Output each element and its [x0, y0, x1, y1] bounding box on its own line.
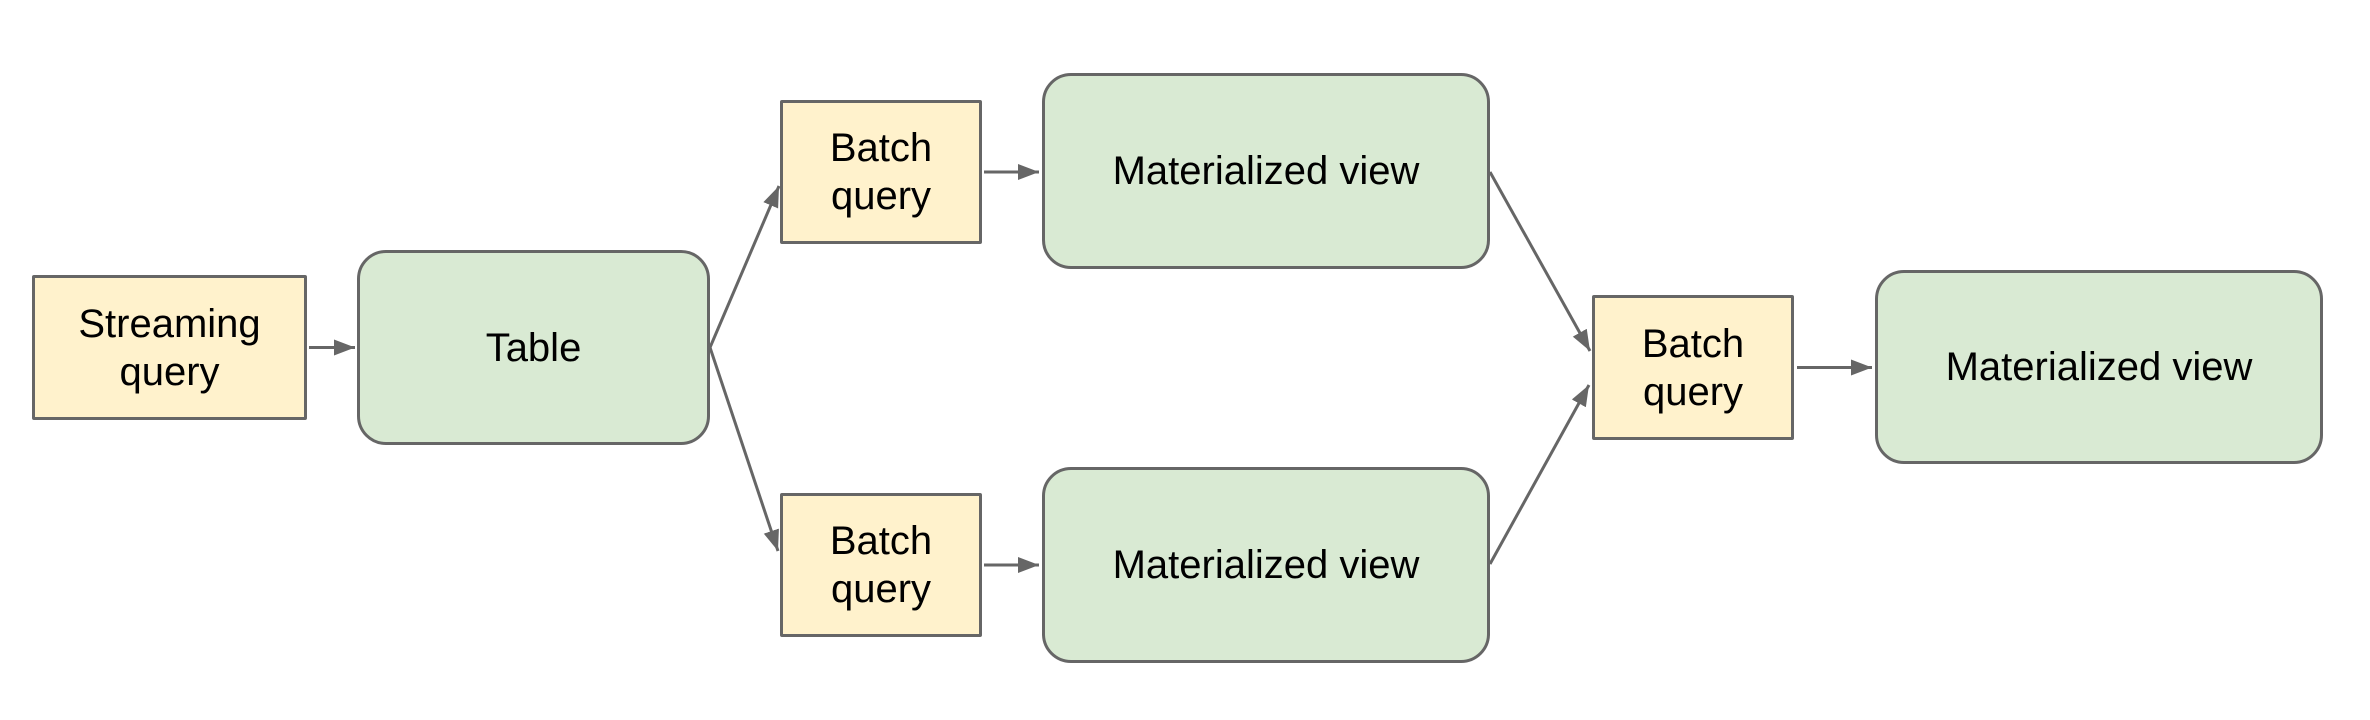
- node-batch-query-bottom-label: Batch query: [829, 519, 933, 611]
- node-materialized-view-right: Materialized view: [1875, 270, 2323, 464]
- node-materialized-view-bottom: Materialized view: [1042, 467, 1490, 663]
- edge-table-to-batch-query-top: [708, 185, 781, 349]
- node-table: Table: [357, 250, 710, 445]
- node-batch-query-bottom: Batch query: [780, 493, 982, 637]
- node-streaming-query: Streaming query: [32, 275, 307, 420]
- node-batch-query-top: Batch query: [780, 100, 982, 244]
- node-materialized-view-top-label: Materialized view: [1112, 149, 1420, 193]
- node-table-label: Table: [485, 325, 582, 370]
- node-materialized-view-bottom-label: Materialized view: [1112, 543, 1420, 587]
- edge-table-to-batch-query-bottom: [708, 347, 780, 552]
- node-materialized-view-right-label: Materialized view: [1945, 345, 2253, 389]
- node-batch-query-right: Batch query: [1592, 295, 1794, 440]
- edge-materialized-view-top-to-batch-query-right: [1488, 171, 1592, 352]
- node-materialized-view-top: Materialized view: [1042, 73, 1490, 269]
- node-streaming-query-label: Streaming query: [78, 301, 261, 394]
- node-batch-query-right-label: Batch query: [1641, 321, 1745, 414]
- node-batch-query-top-label: Batch query: [829, 126, 933, 218]
- edge-materialized-view-bottom-to-batch-query-right: [1488, 384, 1591, 565]
